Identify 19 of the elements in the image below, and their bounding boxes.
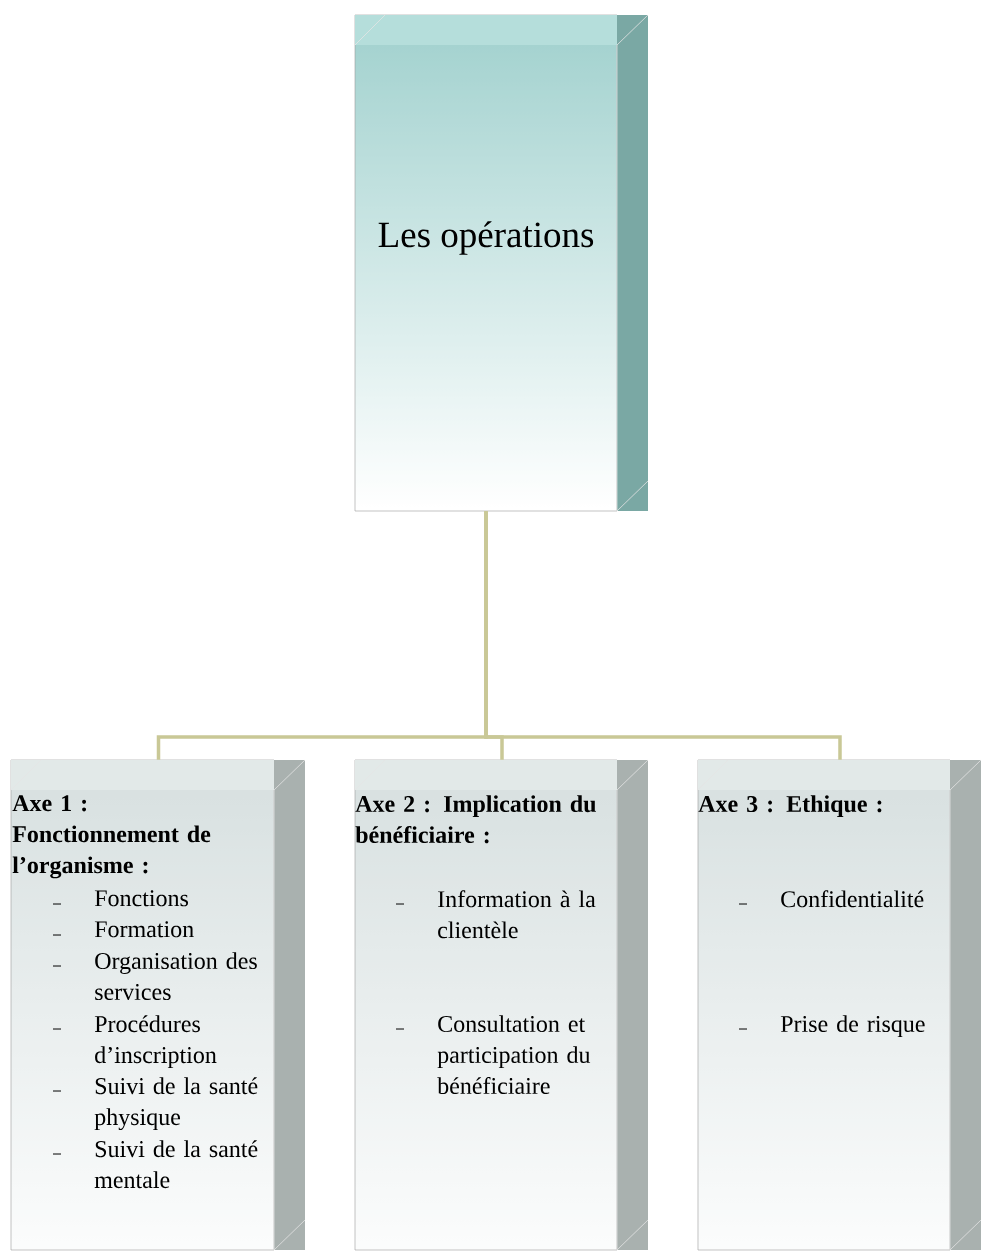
list-item: Suivi de la santé physique — [94, 1077, 258, 1131]
list-item: Organisation des services — [95, 952, 257, 1001]
list-item: Information à la clientèle — [438, 890, 596, 939]
box-heading: Axe 1 : Fonctionnement de l’organisme : — [12, 795, 211, 879]
box-heading: Axe 3 : Ethique : — [698, 795, 882, 817]
list-item: Consultation et participation du bénéficiaire — [437, 1015, 591, 1095]
column-box — [354, 759, 649, 1251]
list-item: Confidentialité — [781, 890, 924, 908]
list-item: Fonctions — [94, 890, 188, 907]
top-box — [354, 14, 649, 512]
list-item: Procédures d’inscription — [94, 1015, 217, 1068]
list-item: Prise de risque — [780, 1015, 925, 1037]
connector-line — [484, 511, 842, 760]
box-title: Les opérations — [378, 221, 594, 255]
box-heading: Axe 2 : Implication du bénéficiaire : — [355, 795, 596, 844]
list-item: Suivi de la santé mentale — [94, 1140, 258, 1189]
column-box — [10, 759, 306, 1251]
column-box — [697, 759, 982, 1251]
list-item: Formation — [94, 921, 194, 938]
